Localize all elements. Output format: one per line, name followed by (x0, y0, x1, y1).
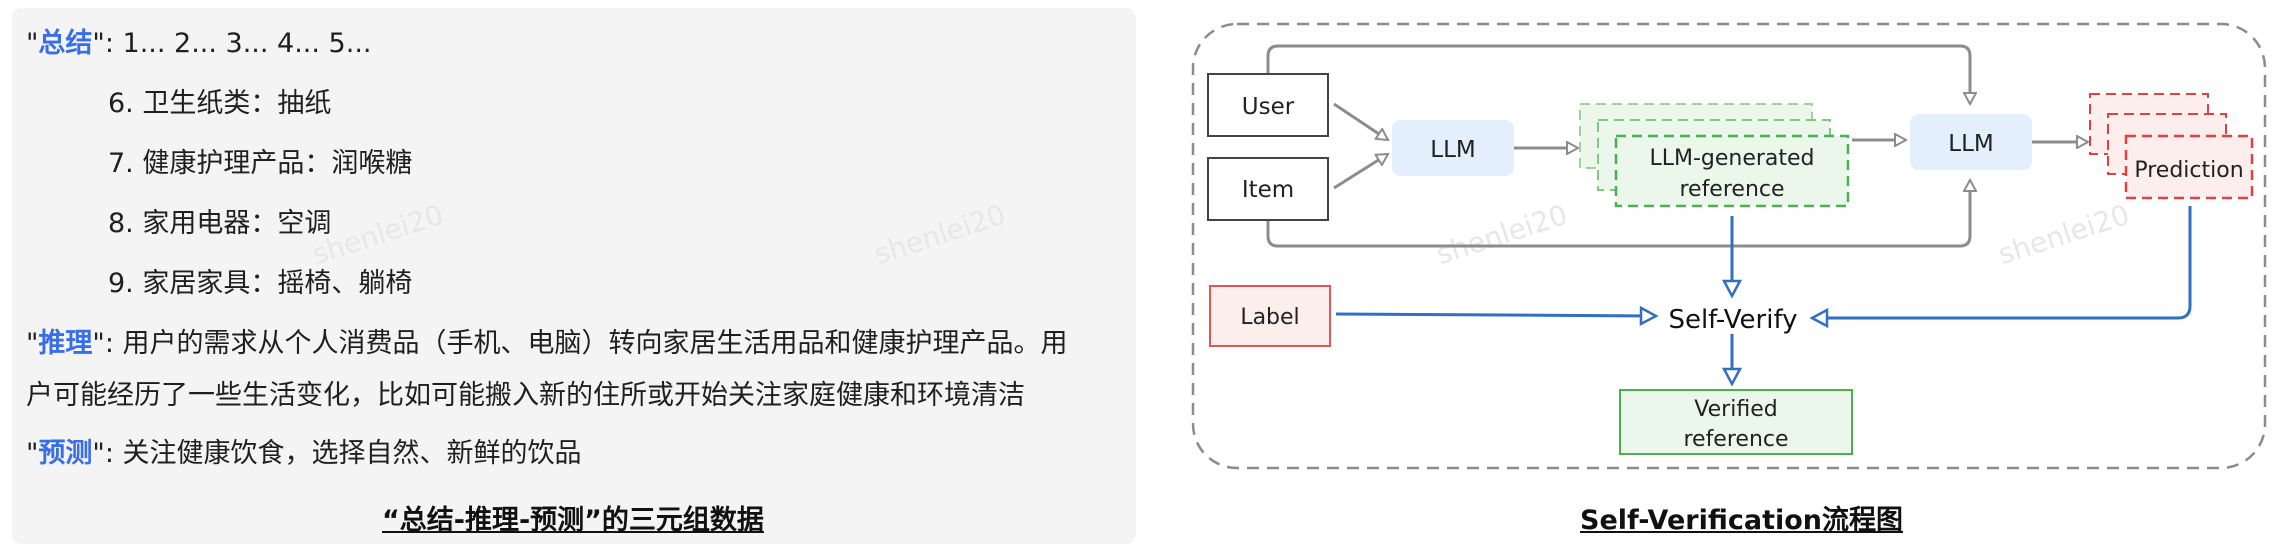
reference-label-1: LLM-generated (1649, 146, 1814, 171)
prediction-text: : 关注健康饮食，选择自然、新鲜的饮品 (104, 438, 582, 469)
prediction-line: "预测": 关注健康饮食，选择自然、新鲜的饮品 (26, 438, 582, 469)
llm-box-1 (1392, 120, 1514, 176)
item-box (1207, 157, 1329, 221)
diagram-caption: Self-Verification流程图 (1580, 505, 1903, 536)
prediction-box (2124, 134, 2254, 200)
list-item: 9. 家居家具：摇椅、躺椅 (108, 268, 413, 299)
self-verify-label: Self-Verify (1668, 305, 1797, 335)
summary-text: : 1... 2... 3... 4... 5... (104, 28, 372, 59)
verified-reference-box (1619, 389, 1853, 455)
summary-line: "总结": 1... 2... 3... 4... 5... (26, 28, 372, 59)
verified-label-2: reference (1683, 427, 1788, 452)
prediction-label: Prediction (2134, 158, 2243, 183)
label-box (1209, 285, 1331, 347)
bottom-bypass-arrow (1266, 180, 1970, 248)
llm-box-2 (1910, 114, 2032, 170)
reasoning-keyword: 推理 (38, 328, 93, 359)
list-item: 8. 家用电器：空调 (108, 208, 332, 239)
reasoning-text-2: 户可能经历了一些生活变化，比如可能搬入新的住所或开始关注家庭健康和环境清洁 (26, 380, 1025, 411)
llm-label-2: LLM (1948, 131, 1993, 157)
item-label: Item (1242, 177, 1294, 203)
summary-panel (12, 8, 1136, 544)
summary-keyword: 总结 (38, 28, 93, 59)
verified-label-1: Verified (1694, 397, 1777, 422)
reference-label-2: reference (1679, 177, 1784, 202)
list-item: 6. 卫生纸类：抽纸 (108, 88, 332, 119)
label-text: Label (1240, 305, 1299, 330)
list-item: 7. 健康护理产品：润喉糖 (108, 148, 413, 179)
user-box (1207, 73, 1329, 137)
reasoning-line: "推理": 用户的需求从个人消费品（手机、电脑）转向家居生活用品和健康护理产品。… (26, 328, 1068, 359)
llm-label-1: LLM (1430, 137, 1475, 163)
label-to-verify-arrow (1335, 314, 1656, 316)
left-caption: “总结-推理-预测”的三元组数据 (382, 505, 764, 536)
prediction-to-verify-arrow (1812, 206, 2192, 318)
reasoning-text-1: : 用户的需求从个人消费品（手机、电脑）转向家居生活用品和健康护理产品。用 (104, 328, 1068, 359)
prediction-keyword: 预测 (38, 438, 93, 469)
diagram-frame (1191, 22, 2267, 470)
item-to-llm-arrow (1333, 152, 1388, 190)
llm-generated-reference-box (1614, 134, 1850, 208)
user-to-llm-arrow (1333, 102, 1388, 142)
user-label: User (1242, 94, 1295, 120)
top-bypass-arrow (1266, 44, 1970, 104)
